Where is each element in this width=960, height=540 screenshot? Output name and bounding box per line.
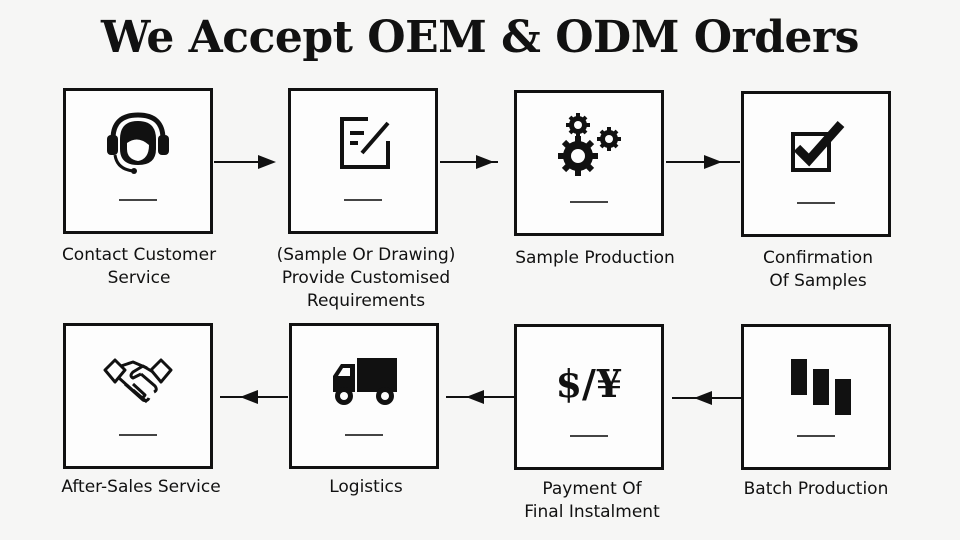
flow-arrow-right — [666, 152, 740, 172]
flow-arrow-left — [440, 387, 514, 407]
step-after-sales-service — [63, 323, 213, 469]
step-label: (Sample Or Drawing) Provide Customised R… — [276, 245, 456, 311]
step-box — [63, 88, 213, 234]
edit-document-icon — [328, 109, 398, 179]
step-box — [289, 323, 439, 469]
flow-arrow-left — [214, 387, 288, 407]
step-box: $/¥ — [514, 324, 664, 470]
step-label: After-Sales Service — [61, 477, 221, 497]
divider — [797, 435, 835, 437]
divider — [119, 434, 157, 436]
divider — [119, 199, 157, 201]
step-sample-production — [514, 90, 664, 236]
step-batch-production — [741, 324, 891, 470]
divider — [344, 199, 382, 201]
divider — [345, 434, 383, 436]
handshake-icon — [103, 344, 173, 414]
step-logistics — [289, 323, 439, 469]
divider — [570, 201, 608, 203]
divider — [570, 435, 608, 437]
step-provide-requirements — [288, 88, 438, 234]
step-confirmation-of-samples — [741, 91, 891, 237]
headset-agent-icon — [103, 109, 173, 179]
step-box — [63, 323, 213, 469]
step-box — [514, 90, 664, 236]
step-box — [741, 324, 891, 470]
flow-arrow-right — [440, 152, 512, 172]
step-label: Payment Of Final Instalment — [524, 479, 660, 522]
step-payment-final-instalment: $/¥ — [514, 324, 664, 470]
flow-arrow-left — [666, 388, 741, 408]
divider — [797, 202, 835, 204]
gears-icon — [554, 111, 624, 181]
truck-icon — [329, 344, 399, 414]
step-box — [741, 91, 891, 237]
checkbox-icon — [781, 112, 851, 182]
currency-symbols: $/¥ — [555, 361, 623, 406]
step-contact-customer-service — [63, 88, 213, 234]
bar-blocks-icon — [781, 345, 851, 415]
page-title: We Accept OEM & ODM Orders — [101, 12, 859, 63]
currency-icon: $/¥ — [554, 349, 624, 419]
step-label: Confirmation Of Samples — [763, 248, 873, 291]
step-label: Contact Customer Service — [61, 245, 217, 288]
step-label: Logistics — [329, 477, 403, 497]
step-label: Batch Production — [743, 479, 889, 499]
step-box — [288, 88, 438, 234]
step-label: Sample Production — [515, 248, 675, 268]
flow-arrow-right — [214, 152, 286, 172]
